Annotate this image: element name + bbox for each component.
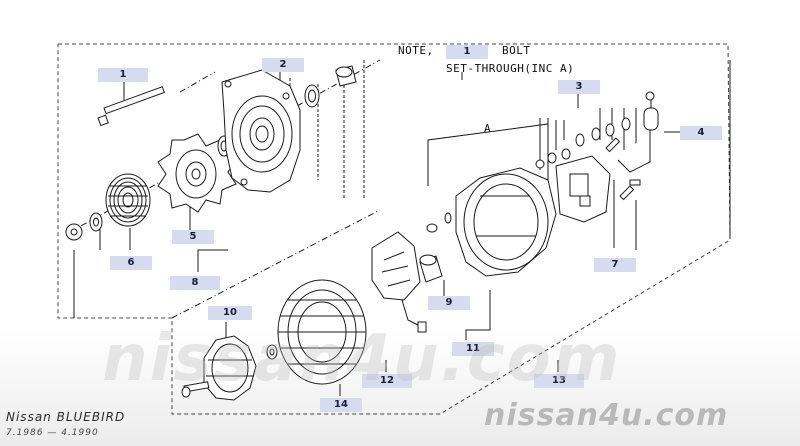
callout-14[interactable]: 14: [320, 398, 362, 412]
callout-7[interactable]: 7: [594, 258, 636, 272]
outer-boundary: [57, 43, 731, 415]
watermark-small: nissan4u.com: [484, 398, 729, 433]
vehicle-make: Nissan: [6, 410, 52, 424]
note-line2: SET-THROUGH(INC A): [446, 62, 575, 75]
production-dates: 7.1986 — 4.1990: [6, 428, 99, 438]
callout-11[interactable]: 11: [452, 342, 494, 356]
callout-9[interactable]: 9: [428, 296, 470, 310]
vehicle-model-name: BLUEBIRD: [56, 410, 126, 424]
cooling-fan: [157, 133, 237, 213]
leader-11: [465, 290, 491, 340]
through-bolt: [97, 86, 165, 127]
callout-2[interactable]: 2: [262, 58, 304, 72]
regulator: [555, 155, 611, 223]
condenser: [617, 91, 659, 173]
group-label-a: A: [484, 122, 492, 135]
callout-6[interactable]: 6: [110, 256, 152, 270]
rear-bearing: [419, 254, 443, 283]
leader-6: [73, 225, 131, 318]
callout-1[interactable]: 1: [98, 68, 148, 82]
leader-7: [613, 180, 637, 250]
assembly-line-right: [171, 209, 381, 319]
callout-10[interactable]: 10: [208, 306, 252, 320]
rotor-washer: [266, 344, 278, 360]
callout-12[interactable]: 12: [362, 374, 412, 388]
small-spacers: [426, 212, 452, 233]
pulley-nut: [65, 223, 83, 241]
pulley: [105, 173, 151, 227]
callout-8[interactable]: 8: [170, 276, 220, 290]
front-cover: [221, 69, 301, 193]
rotor: [181, 335, 257, 401]
rectifier: [371, 231, 427, 333]
screws: [605, 137, 641, 201]
bush: [335, 65, 357, 87]
callout-4[interactable]: 4: [680, 126, 722, 140]
vehicle-model: Nissan BLUEBIRD: [6, 410, 125, 424]
callout-5[interactable]: 5: [172, 230, 214, 244]
assembly-line-left: [69, 59, 381, 233]
note-suffix: BOLT: [502, 44, 531, 57]
spring-washer: [89, 212, 103, 232]
rear-cover: [455, 167, 557, 277]
leader-8: [197, 249, 228, 272]
stator: [277, 279, 367, 385]
terminal-hardware: [535, 117, 631, 169]
assembly-line-top: [179, 71, 216, 93]
callout-13[interactable]: 13: [534, 374, 584, 388]
note-ref-number: 1: [446, 45, 488, 59]
note-prefix: NOTE,: [398, 44, 434, 57]
watermark-large: nissan4u.com: [102, 322, 622, 396]
bottom-fade: [0, 330, 800, 446]
front-bearing: [304, 84, 320, 108]
group-a-bracket: [427, 123, 549, 186]
callout-3[interactable]: 3: [558, 80, 600, 94]
